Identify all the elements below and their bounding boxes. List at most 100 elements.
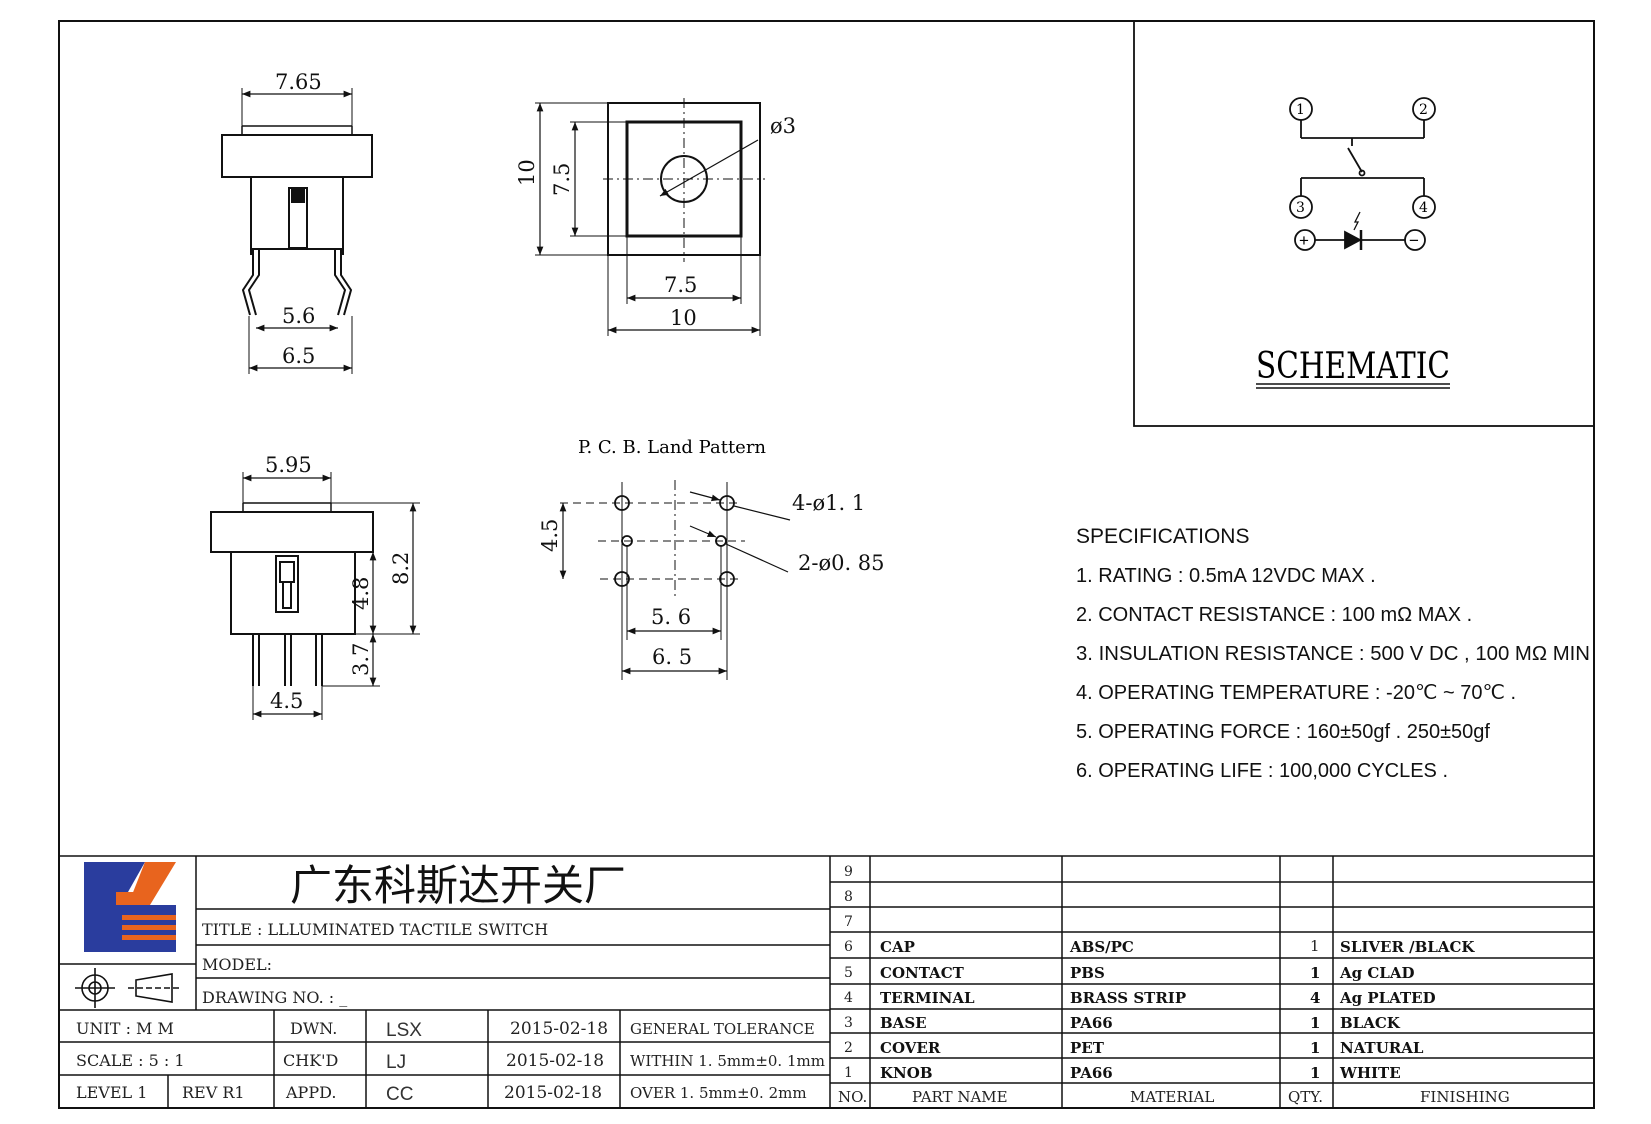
bom-header-finishing: FINISHING (1420, 1088, 1510, 1106)
dim-pcb-hole-large: 4-ø1. 1 (792, 491, 865, 515)
bom-header-qty: QTY. (1288, 1088, 1323, 1106)
projection-symbol-icon (75, 968, 180, 1008)
scale-field: SCALE : 5 : 1 (76, 1051, 185, 1070)
dwn-name: LSX (386, 1020, 422, 1041)
bom-header-no: NO. (838, 1088, 867, 1106)
tolerance-general: GENERAL TOLERANCE (630, 1020, 815, 1038)
bom-part: COVER (880, 1039, 941, 1057)
dim-front-height-body: 4.8 (349, 577, 373, 610)
bom-part: TERMINAL (880, 989, 975, 1007)
level-field: LEVEL 1 (76, 1083, 147, 1102)
spec-item-4: 4. OPERATING TEMPERATURE : -20℃ ~ 70℃ . (1076, 682, 1516, 704)
appd-label: APPD. (285, 1083, 336, 1102)
bom-finishing: NATURAL (1340, 1039, 1424, 1057)
bom-material: PA66 (1070, 1064, 1113, 1082)
bom-qty: 1 (1310, 1014, 1320, 1032)
company-name: 广东科斯达开关厂 (290, 861, 626, 910)
bom-finishing: SLIVER /BLACK (1340, 938, 1475, 956)
bom-qty: 1 (1310, 1064, 1320, 1082)
bom-header-part: PART NAME (912, 1088, 1008, 1106)
bom-qty: 1 (1310, 964, 1320, 982)
pcb-title: P. C. B. Land Pattern (578, 437, 766, 458)
dim-top-height: 10 (515, 159, 539, 186)
dim-pcb-inner-width: 5. 6 (651, 605, 691, 629)
dim-top-hole: ø3 (770, 114, 796, 138)
bom-part: KNOB (880, 1064, 933, 1082)
appd-name: CC (386, 1084, 413, 1105)
chkd-label: CHK'D (283, 1051, 338, 1070)
bom-finishing: WHITE (1339, 1064, 1401, 1082)
bom-no: 5 (844, 965, 853, 981)
bom-material: ABS/PC (1069, 938, 1134, 956)
unit-field: UNIT : M M (76, 1019, 174, 1038)
spec-item-3: 3. INSULATION RESISTANCE : 500 V DC , 10… (1076, 643, 1590, 665)
bom-header-material: MATERIAL (1130, 1088, 1214, 1106)
bom-material: PET (1070, 1039, 1105, 1057)
dim-top-inner-width: 7.5 (664, 273, 697, 297)
bom-table-row: 6 CAP ABS/PC 1 SLIVER /BLACK (844, 937, 1475, 956)
schematic-pin-2: 2 (1419, 102, 1428, 118)
bom-part: CAP (880, 938, 915, 956)
company-logo (84, 862, 176, 952)
bom-qty: 1 (1310, 1039, 1320, 1057)
dim-front-pin-span: 4.5 (270, 689, 303, 713)
bom-finishing: Ag PLATED (1339, 989, 1436, 1007)
dim-front-pin-length: 3.7 (349, 643, 373, 676)
title-field: TITLE : LLLUMINATED TACTILE SWITCH (202, 920, 548, 939)
bom-material: PA66 (1070, 1014, 1113, 1032)
dwn-date: 2015-02-18 (510, 1019, 608, 1039)
schematic-pin-4: 4 (1419, 200, 1428, 216)
bom-finishing: BLACK (1340, 1014, 1401, 1032)
schematic-box (1133, 20, 1595, 427)
drawing-no-field: DRAWING NO. : _ (202, 988, 347, 1007)
dim-front-top-width: 5.95 (265, 453, 312, 477)
bom-table-row: 1 KNOB PA66 1 WHITE (844, 1064, 1401, 1082)
dim-front-height-total: 8.2 (389, 552, 413, 585)
bom-no: 2 (844, 1040, 853, 1056)
schematic-circuit (1289, 97, 1436, 251)
bom-row-number: 9 (844, 864, 853, 880)
bom-material: PBS (1070, 964, 1105, 982)
dim-pcb-height: 4.5 (538, 519, 562, 552)
bom-no: 1 (844, 1065, 853, 1081)
specifications-title: SPECIFICATIONS (1076, 525, 1249, 548)
schematic-minus-sign: − (1409, 231, 1419, 250)
model-field: MODEL: (202, 955, 272, 974)
drawing-border (58, 20, 1595, 1109)
bom-table-row: 3 BASE PA66 1 BLACK (844, 1014, 1401, 1032)
bom-table-row: 2 COVER PET 1 NATURAL (844, 1039, 1424, 1057)
spec-item-6: 6. OPERATING LIFE : 100,000 CYCLES . (1076, 760, 1448, 782)
appd-date: 2015-02-18 (504, 1083, 602, 1103)
schematic-plus-sign: + (1299, 231, 1309, 250)
schematic-pin-3: 3 (1296, 200, 1305, 216)
tolerance-within: WITHIN 1. 5mm±0. 1mm (630, 1052, 825, 1070)
bom-row-number: 8 (844, 889, 853, 905)
dim-pcb-hole-small: 2-ø0. 85 (798, 551, 885, 575)
rev-field: REV R1 (182, 1083, 245, 1102)
front-view (210, 472, 420, 720)
chkd-name: LJ (386, 1052, 406, 1073)
spec-item-1: 1. RATING : 0.5mA 12VDC MAX . (1076, 565, 1376, 587)
schematic-label: SCHEMATIC (1256, 346, 1450, 387)
bom-table-row: 4 TERMINAL BRASS STRIP 4 Ag PLATED (844, 989, 1436, 1007)
bom-finishing: Ag CLAD (1339, 964, 1414, 982)
top-view (535, 98, 765, 336)
spec-item-5: 5. OPERATING FORCE : 160±50gf . 250±50gf (1076, 721, 1490, 743)
bom-table-row: 5 CONTACT PBS 1 Ag CLAD (844, 964, 1414, 982)
dim-side-pin-outer: 6.5 (282, 344, 315, 368)
schematic-pin-1: 1 (1296, 102, 1305, 118)
chkd-date: 2015-02-18 (506, 1051, 604, 1071)
dim-pcb-outer-width: 6. 5 (652, 645, 692, 669)
tolerance-over: OVER 1. 5mm±0. 2mm (630, 1084, 807, 1102)
bom-no: 6 (844, 939, 853, 955)
bom-part: CONTACT (880, 964, 965, 982)
bom-qty: 1 (1310, 937, 1320, 955)
bom-qty: 4 (1310, 989, 1320, 1007)
bom-row-number: 7 (844, 914, 853, 930)
title-block-grid (59, 855, 1594, 1108)
dim-side-pin-inner: 5.6 (282, 304, 315, 328)
bom-material: BRASS STRIP (1070, 989, 1186, 1007)
bom-no: 4 (844, 990, 853, 1006)
bom-part: BASE (880, 1014, 927, 1032)
